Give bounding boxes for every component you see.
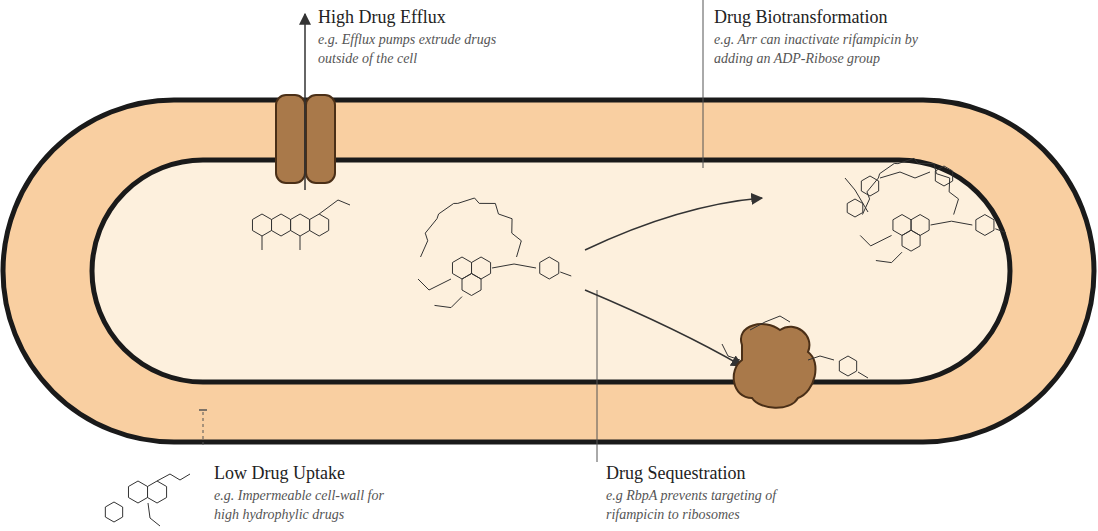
efflux-pump	[276, 95, 305, 183]
bond-line	[976, 215, 994, 236]
bond-line	[262, 236, 263, 250]
bond-line	[540, 257, 559, 279]
bond-line	[300, 236, 301, 250]
bond-line	[722, 344, 740, 360]
bond-line	[876, 252, 902, 262]
bond-line	[105, 502, 122, 522]
bond-line	[148, 481, 167, 503]
reaction-arrow	[585, 198, 762, 250]
mechanism-heading: Drug Biotransformation	[714, 6, 887, 28]
bond-line	[931, 221, 973, 225]
bond-line	[462, 274, 481, 296]
bond-line	[418, 279, 451, 290]
bond-line	[560, 272, 571, 276]
bond-line	[128, 481, 147, 503]
bond-line	[148, 503, 160, 526]
bond-line	[860, 235, 891, 245]
bond-line	[862, 158, 958, 214]
bond-line	[272, 214, 291, 236]
uptake-block-bar	[199, 409, 207, 411]
mechanism-heading: Low Drug Uptake	[214, 462, 345, 484]
bond-line	[252, 214, 271, 236]
mechanism-example: e.g. Arr can inactivate rifampicin by ad…	[714, 30, 946, 68]
bond-line	[435, 297, 463, 308]
bond-line	[319, 200, 350, 214]
bond-line	[858, 372, 868, 378]
leader-line	[703, 0, 704, 168]
bond-line	[808, 356, 834, 360]
mechanism-heading: High Drug Efflux	[318, 6, 446, 28]
bond-line	[492, 264, 536, 268]
mechanism-example: e.g. Impermeable cell-wall for high hydr…	[214, 486, 396, 524]
bond-line	[995, 229, 1005, 233]
mechanism-example: e.g. Efflux pumps extrude drugs outside …	[318, 30, 503, 68]
bond-line	[902, 230, 920, 251]
uptake-dashed-line	[203, 412, 204, 445]
cell-wall	[3, 100, 1094, 442]
efflux-arrow	[304, 14, 306, 190]
bond-line	[861, 176, 878, 196]
bond-line	[310, 214, 329, 236]
bond-line	[847, 199, 863, 217]
bond-line	[157, 474, 190, 481]
bond-line	[291, 214, 310, 236]
bond-line	[880, 172, 930, 178]
reaction-arrow	[585, 290, 742, 366]
mechanism-example: e.g RbpA prevents targeting of rifampici…	[606, 486, 792, 524]
bond-line	[935, 166, 952, 186]
bond-line	[845, 178, 868, 212]
bond-line	[421, 198, 522, 257]
bond-line	[750, 316, 790, 330]
leader-line	[597, 290, 598, 462]
mechanism-heading: Drug Sequestration	[606, 462, 745, 484]
efflux-pump	[306, 95, 335, 183]
cytoplasm	[92, 160, 1010, 382]
bond-line	[839, 356, 856, 376]
molecule-structures	[105, 158, 1005, 526]
rbpa-protein	[734, 324, 816, 408]
